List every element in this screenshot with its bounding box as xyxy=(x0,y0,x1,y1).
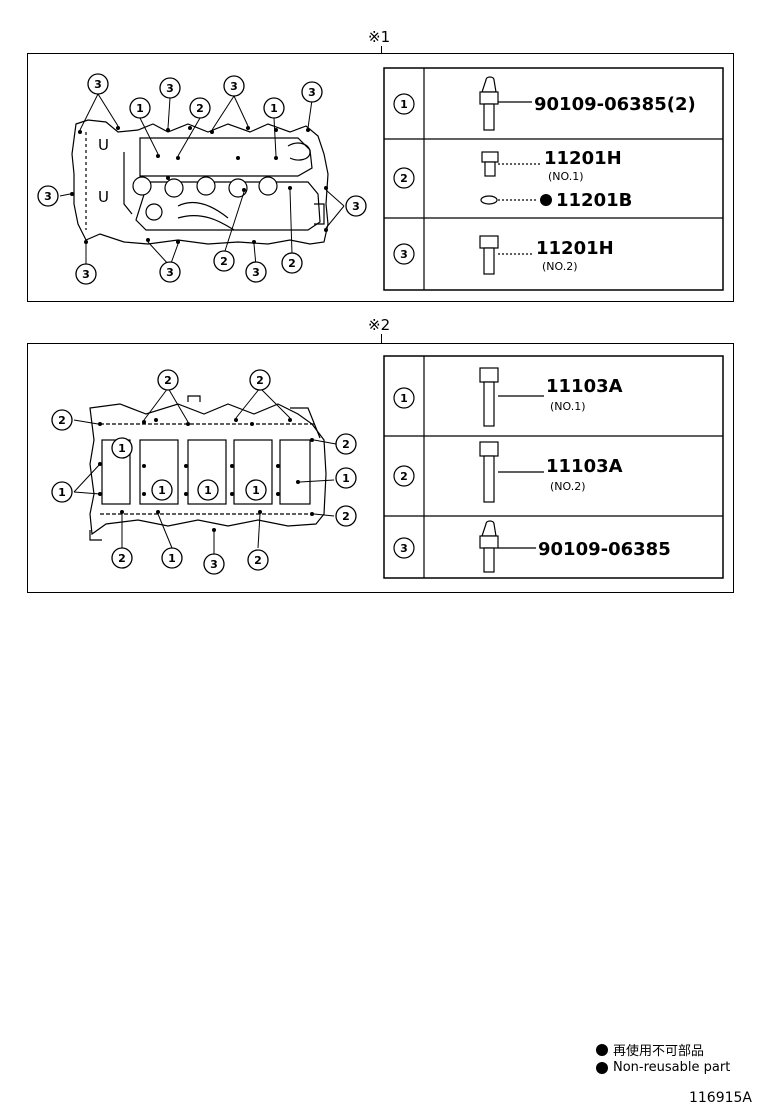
svg-text:2: 2 xyxy=(220,255,228,268)
section2-mark-leader xyxy=(381,334,382,344)
svg-text:2: 2 xyxy=(254,554,262,567)
section2-callouts: 2 2 2 2 1 1 1 1 1 1 2 2 1 3 2 xyxy=(58,374,350,571)
svg-text:2: 2 xyxy=(256,374,264,387)
svg-text:2: 2 xyxy=(288,257,296,270)
svg-text:1: 1 xyxy=(270,102,278,115)
non-reusable-dot-icon xyxy=(596,1061,608,1074)
section2-row1-note: (NO.1) xyxy=(550,400,586,413)
svg-text:1: 1 xyxy=(158,484,166,497)
section1-mark: ※1 xyxy=(368,28,391,46)
cylinder-block-drawing: 2 2 2 2 1 1 1 1 1 1 2 2 1 3 2 1 11103A (NO.1) 2 xyxy=(51,355,724,579)
legend-english-text: Non-reusable part xyxy=(613,1060,731,1075)
svg-text:3: 3 xyxy=(166,82,174,95)
section2-panel: 2 2 2 2 1 1 1 1 1 1 2 2 1 3 2 1 11103A (NO.1) 2 xyxy=(27,343,734,593)
svg-text:3: 3 xyxy=(94,78,102,91)
section1-row2-index: 2 xyxy=(400,172,408,185)
section1-panel: U U xyxy=(27,53,734,302)
illustration-code: 116915A xyxy=(688,1090,752,1106)
drawing-label-u-top: U xyxy=(98,136,109,154)
svg-text:2: 2 xyxy=(196,102,204,115)
section2-row1-part: 11103A xyxy=(546,376,623,397)
legend-english: Non-reusable part xyxy=(596,1060,730,1075)
svg-text:3: 3 xyxy=(352,200,360,213)
svg-text:2: 2 xyxy=(164,374,172,387)
svg-text:3: 3 xyxy=(44,190,52,203)
svg-text:3: 3 xyxy=(308,86,316,99)
section2-row2-part: 11103A xyxy=(546,456,623,477)
svg-text:3: 3 xyxy=(166,266,174,279)
svg-text:1: 1 xyxy=(342,472,350,485)
section2-parts-table: 1 11103A (NO.1) 2 11103A (NO.2) 3 xyxy=(383,355,724,579)
svg-text:1: 1 xyxy=(252,484,260,497)
section1-parts-table: 1 90109-06385(2) 2 11201H (NO.1) 11201B xyxy=(383,67,724,291)
legend-japanese: 再使用不可部品 xyxy=(596,1040,704,1059)
svg-text:3: 3 xyxy=(252,266,260,279)
svg-text:1: 1 xyxy=(136,102,144,115)
section2-row1-index: 1 xyxy=(400,392,408,405)
svg-text:3: 3 xyxy=(210,558,218,571)
svg-text:1: 1 xyxy=(204,484,212,497)
section2-row2-note: (NO.2) xyxy=(550,480,586,493)
section1-callouts: 3 3 3 3 1 2 1 3 3 3 3 2 3 2 xyxy=(37,73,367,285)
non-reusable-dot-icon xyxy=(540,194,552,206)
section1-row2-part: 11201H xyxy=(544,148,622,169)
section1-row3-index: 3 xyxy=(400,248,408,261)
section2-row3-index: 3 xyxy=(400,542,408,555)
svg-text:3: 3 xyxy=(82,268,90,281)
svg-text:2: 2 xyxy=(118,552,126,565)
section2-row2-index: 2 xyxy=(400,470,408,483)
section2-row3-part: 90109-06385 xyxy=(538,539,671,560)
section2-mark: ※2 xyxy=(368,316,391,334)
svg-text:1: 1 xyxy=(58,486,66,499)
section1-row3-note: (NO.2) xyxy=(542,260,578,273)
section1-row2-note: (NO.1) xyxy=(548,170,584,183)
section1-row2-part2: 11201B xyxy=(556,190,632,211)
cylinder-head-cover-drawing: U U xyxy=(37,67,724,291)
section1-row1-part: 90109-06385(2) xyxy=(534,94,696,115)
legend-japanese-text: 再使用不可部品 xyxy=(613,1044,705,1059)
non-reusable-dot-icon xyxy=(596,1043,608,1056)
drawing-label-u-bottom: U xyxy=(98,188,109,206)
svg-text:3: 3 xyxy=(230,80,238,93)
section1-mark-leader xyxy=(381,46,382,54)
section1-row3-part: 11201H xyxy=(536,238,614,259)
svg-text:1: 1 xyxy=(118,442,126,455)
section1-row1-index: 1 xyxy=(400,98,408,111)
svg-text:2: 2 xyxy=(342,510,350,523)
svg-text:2: 2 xyxy=(58,414,66,427)
svg-text:1: 1 xyxy=(168,552,176,565)
svg-text:2: 2 xyxy=(342,438,350,451)
